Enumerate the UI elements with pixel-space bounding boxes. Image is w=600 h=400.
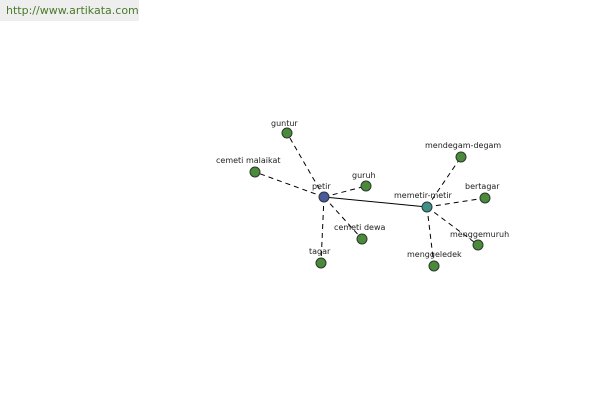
node-label-guruh[interactable]: guruh <box>352 171 376 180</box>
node-menggemuruh[interactable] <box>472 239 484 251</box>
edge-petir-tagar <box>320 196 325 264</box>
node-petir[interactable] <box>318 191 330 203</box>
node-guntur[interactable] <box>281 127 293 139</box>
source-url[interactable]: http://www.artikata.com <box>0 0 139 21</box>
node-tagar[interactable] <box>315 257 327 269</box>
edge-petir-guruh <box>323 185 367 198</box>
node-cemeti-malaikat[interactable] <box>249 166 261 178</box>
node-mendegam-degam[interactable] <box>455 151 467 163</box>
edge-memetir-metir-menggeledek <box>426 206 435 267</box>
node-label-memetir-metir[interactable]: memetir-metir <box>394 191 453 200</box>
edge-petir-cemeti-malaikat <box>254 171 325 198</box>
node-label-petir[interactable]: petir <box>312 182 331 191</box>
edge-memetir-metir-bertagar <box>426 197 486 208</box>
labels-layer: petir memetir-metir guntur cemeti malaikat g… <box>216 119 509 259</box>
nodes-layer <box>249 127 491 272</box>
edge-memetir-metir-mendegam-degam <box>426 156 462 208</box>
node-label-menggeledek[interactable]: menggeledek <box>407 250 462 259</box>
node-label-guntur[interactable]: guntur <box>271 119 298 128</box>
node-cemeti-dewa[interactable] <box>356 233 368 245</box>
node-bertagar[interactable] <box>479 192 491 204</box>
edge-petir-guntur <box>286 132 325 198</box>
node-guruh[interactable] <box>360 180 372 192</box>
node-label-bertagar[interactable]: bertagar <box>465 182 500 191</box>
node-label-tagar[interactable]: tagar <box>309 247 331 256</box>
node-label-cemeti-malaikat[interactable]: cemeti malaikat <box>216 156 281 165</box>
edge-petir-memetir-metir <box>323 196 428 208</box>
edge-memetir-metir-menggemuruh <box>426 206 479 246</box>
edge-petir-cemeti-dewa <box>323 196 363 240</box>
node-label-menggemuruh[interactable]: menggemuruh <box>450 230 509 239</box>
node-label-cemeti-dewa[interactable]: cemeti dewa <box>334 223 385 232</box>
node-memetir-metir[interactable] <box>421 201 433 213</box>
edges-layer <box>254 132 486 267</box>
node-label-mendegam-degam[interactable]: mendegam-degam <box>425 141 501 150</box>
node-menggeledek[interactable] <box>428 260 440 272</box>
